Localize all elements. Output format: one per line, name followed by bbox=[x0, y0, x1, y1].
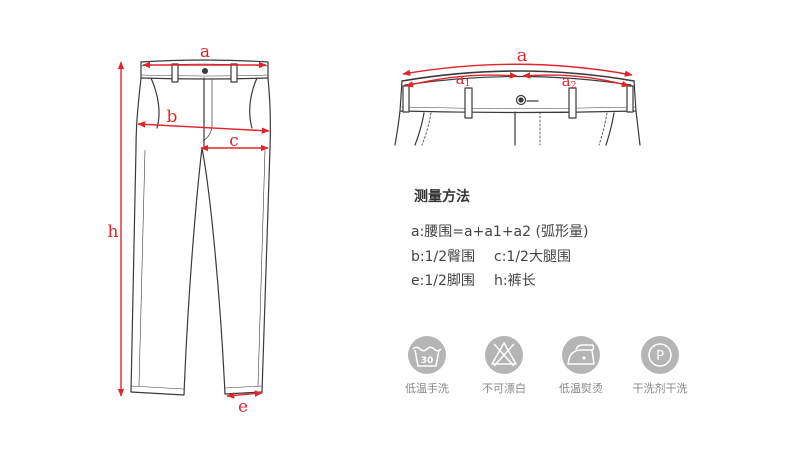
left-pocket-stitch bbox=[421, 112, 432, 146]
care-label-no-bleach: 不可漂白 bbox=[482, 382, 526, 395]
care-label-low-iron: 低温熨烫 bbox=[559, 382, 603, 395]
waistband-top-edge bbox=[140, 59, 269, 63]
waistband-bottom-edge bbox=[140, 77, 269, 80]
measure-a1-base: a bbox=[456, 70, 465, 88]
left-side-line bbox=[394, 110, 401, 146]
measure-a1-arc bbox=[405, 72, 518, 88]
measure-a2-sub: 2 bbox=[571, 81, 577, 91]
care-item-hand-wash: 30 低温手洗 bbox=[387, 335, 467, 397]
wash-temperature: 30 bbox=[421, 356, 434, 366]
side-stitch bbox=[138, 149, 266, 387]
measure-a1-sub: 1 bbox=[465, 79, 471, 89]
waistband-ends bbox=[399, 80, 637, 112]
belt-loop bbox=[626, 85, 634, 113]
waistband-closeup-drawing bbox=[394, 70, 641, 146]
left-pocket bbox=[150, 77, 160, 129]
left-outer-seam bbox=[130, 77, 142, 393]
care-item-dry-clean: P 干洗剂干洗 bbox=[620, 335, 700, 397]
right-pocket bbox=[249, 77, 258, 129]
belt-loop bbox=[402, 85, 410, 113]
measure-b-line bbox=[137, 121, 270, 134]
measure-h-label: h bbox=[108, 222, 119, 242]
care-label-dry-clean: 干洗剂干洗 bbox=[632, 382, 688, 395]
trousers-front-drawing bbox=[130, 59, 271, 396]
waistband-stitch bbox=[400, 106, 636, 109]
hem-stitch bbox=[130, 385, 263, 390]
measure-e-label: e bbox=[238, 397, 248, 417]
measure-b-label: b bbox=[167, 107, 178, 127]
waistband-ends bbox=[140, 61, 269, 79]
method-hip: b:1/2臀围 bbox=[411, 249, 476, 265]
belt-loop bbox=[568, 87, 577, 119]
hand-wash-icon: 30 bbox=[408, 336, 446, 374]
no-bleach-icon bbox=[485, 336, 523, 374]
dry-clean-icon: P bbox=[641, 336, 679, 374]
measure-a-arc bbox=[402, 63, 633, 77]
care-label-hand-wash: 低温手洗 bbox=[405, 382, 449, 395]
method-line-waist: a:腰围=a+a1+a2 (弧形量) bbox=[411, 224, 589, 240]
right-pocket-line bbox=[605, 112, 615, 146]
waistband-inner-edge bbox=[404, 75, 632, 86]
right-pocket-stitch bbox=[598, 112, 608, 146]
method-line-hip-thigh: b:1/2臀围 c:1/2大腿围 bbox=[411, 249, 571, 265]
waist-button-center bbox=[518, 97, 524, 103]
method-line-hem-length: e:1/2脚围 h:裤长 bbox=[411, 273, 536, 289]
measure-a-arc-label: a bbox=[517, 45, 528, 66]
right-inner-seam bbox=[201, 147, 226, 395]
measure-a1-label: a1 bbox=[456, 70, 471, 89]
care-item-no-bleach: 不可漂白 bbox=[464, 335, 544, 397]
iron-low-icon bbox=[562, 336, 600, 374]
measure-a2-label: a2 bbox=[562, 72, 577, 91]
left-pocket-line bbox=[414, 112, 425, 146]
care-item-low-iron: 低温熨烫 bbox=[541, 335, 621, 397]
waist-button bbox=[202, 67, 209, 74]
belt-loop bbox=[464, 87, 473, 119]
measure-c-label: c bbox=[229, 131, 239, 151]
measure-a-label: a bbox=[200, 42, 210, 62]
method-hem: e:1/2脚围 bbox=[411, 273, 475, 289]
belt-loop bbox=[230, 63, 238, 83]
measure-a2-arc bbox=[522, 72, 630, 88]
trousers-measurements bbox=[117, 61, 270, 399]
left-inner-seam bbox=[183, 147, 203, 396]
right-side-line bbox=[635, 110, 641, 146]
measure-a2-base: a bbox=[562, 72, 571, 90]
method-length: h:裤长 bbox=[494, 273, 536, 289]
measure-e-line bbox=[226, 390, 263, 399]
waistband-measurements bbox=[402, 63, 633, 88]
method-title: 测量方法 bbox=[414, 189, 470, 205]
dry-clean-letter: P bbox=[656, 349, 664, 364]
waistband-bottom-edge bbox=[399, 110, 637, 114]
waistband-stitch-bottom bbox=[140, 74, 269, 77]
method-thigh: c:1/2大腿围 bbox=[494, 249, 571, 265]
belt-loop bbox=[171, 63, 179, 83]
right-outer-seam bbox=[261, 77, 271, 393]
